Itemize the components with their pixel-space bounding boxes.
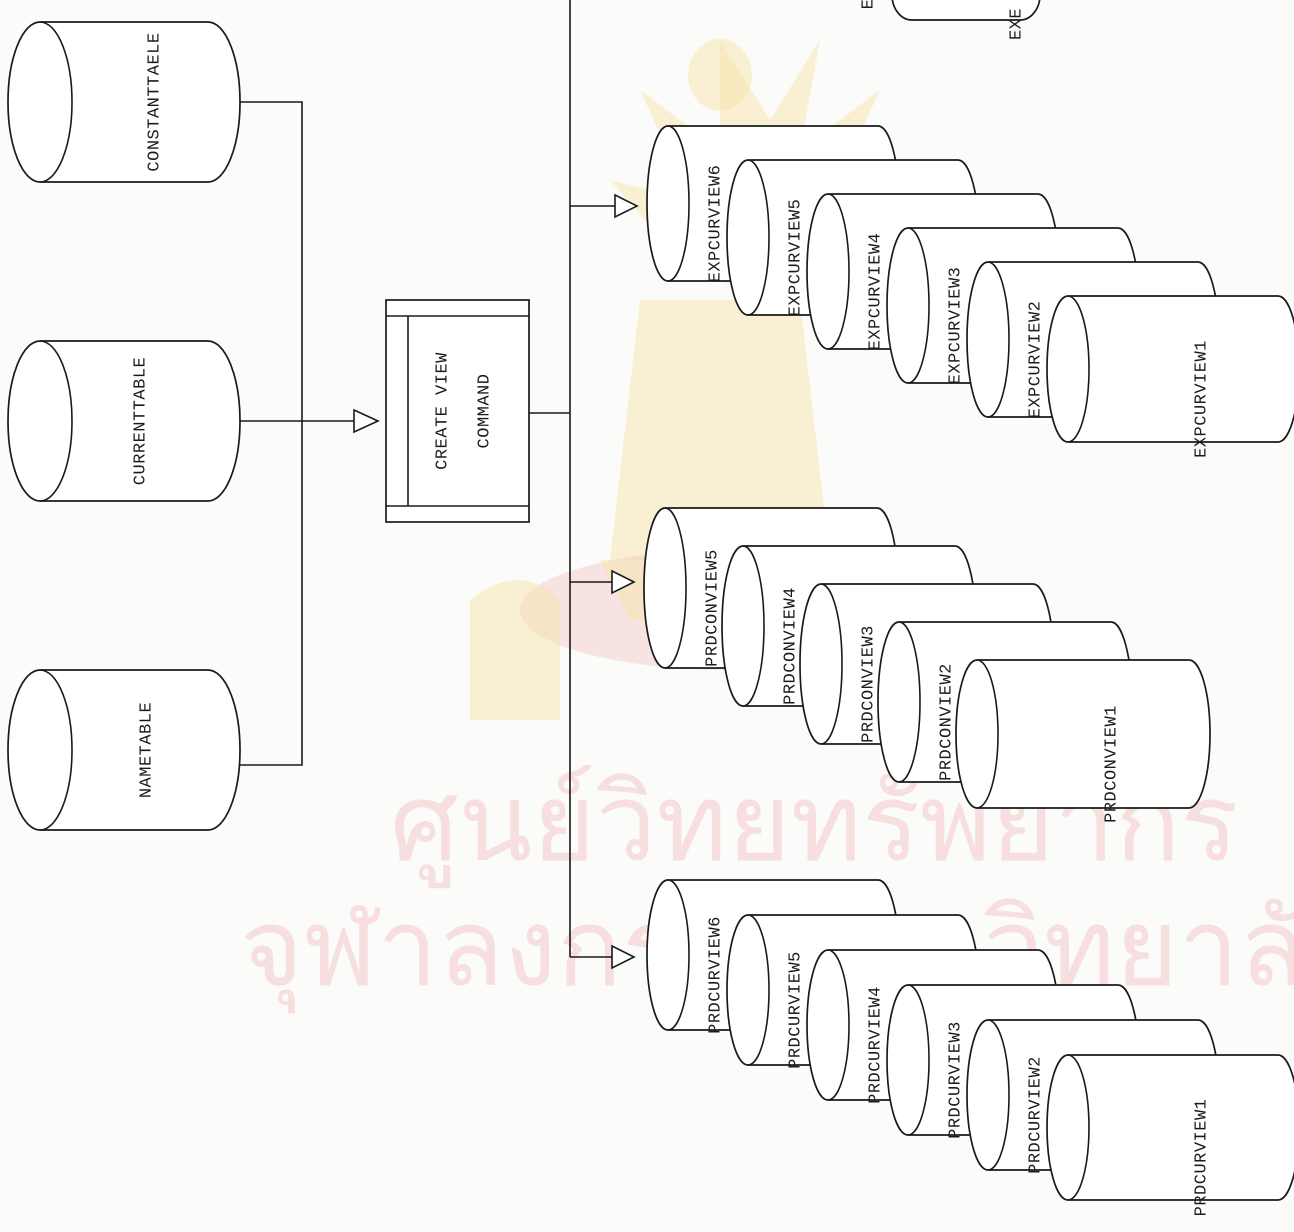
arrow-to-command xyxy=(353,408,380,434)
command-line1: CREATE VIEW xyxy=(433,352,452,470)
view-cylinder: PRDCURVIEW1 xyxy=(1046,1054,1294,1217)
partial-top-right-label: EXE xyxy=(1007,8,1026,40)
view-cylinder: EXPCURVIEW1 xyxy=(1046,295,1294,458)
view-label: EXPCURVIEW3 xyxy=(946,267,965,385)
view-label: PRDCONVIEW3 xyxy=(859,625,878,743)
view-label: EXPCURVIEW2 xyxy=(1026,301,1045,419)
constanttable-label: CONSTANTTAELE xyxy=(145,32,164,171)
currenttable-label: CURRENTTABLE xyxy=(131,357,150,485)
source-constanttable: CONSTANTTAELE xyxy=(7,21,241,183)
view-label: EXPCURVIEW6 xyxy=(706,165,725,283)
view-label: EXPCURVIEW5 xyxy=(786,199,805,317)
arrow-to-prdcurview-group xyxy=(611,944,636,970)
partial-top-left-label: E xyxy=(859,0,878,9)
view-label: PRDCONVIEW2 xyxy=(937,663,956,781)
nametable-label: NAMETABLE xyxy=(137,702,156,798)
view-label: PRDCONVIEW4 xyxy=(781,587,800,705)
partial-cylinder-top: E EXE xyxy=(859,0,1041,40)
arrow-to-prdconview-group xyxy=(611,569,636,595)
view-label: EXPCURVIEW4 xyxy=(866,233,885,351)
view-cylinder: PRDCONVIEW1 xyxy=(955,659,1211,823)
source-connectors xyxy=(240,101,380,766)
view-label: PRDCURVIEW4 xyxy=(866,986,885,1104)
view-label: PRDCURVIEW5 xyxy=(786,951,805,1069)
view-label: PRDCONVIEW1 xyxy=(1102,705,1121,823)
view-label: PRDCURVIEW6 xyxy=(706,916,725,1034)
view-label: PRDCURVIEW1 xyxy=(1192,1099,1211,1217)
command-line2: COMMAND xyxy=(475,374,494,449)
source-nametable: NAMETABLE xyxy=(7,669,241,831)
create-view-command-box: CREATE VIEW COMMAND xyxy=(385,299,530,523)
view-label: PRDCURVIEW3 xyxy=(946,1021,965,1139)
view-label: PRDCURVIEW2 xyxy=(1026,1056,1045,1174)
view-label: PRDCONVIEW5 xyxy=(703,549,722,667)
source-currenttable: CURRENTTABLE xyxy=(7,340,241,502)
arrow-to-expcurview-group xyxy=(614,193,639,219)
distribution-bus xyxy=(529,0,639,970)
view-label: EXPCURVIEW1 xyxy=(1192,340,1211,458)
